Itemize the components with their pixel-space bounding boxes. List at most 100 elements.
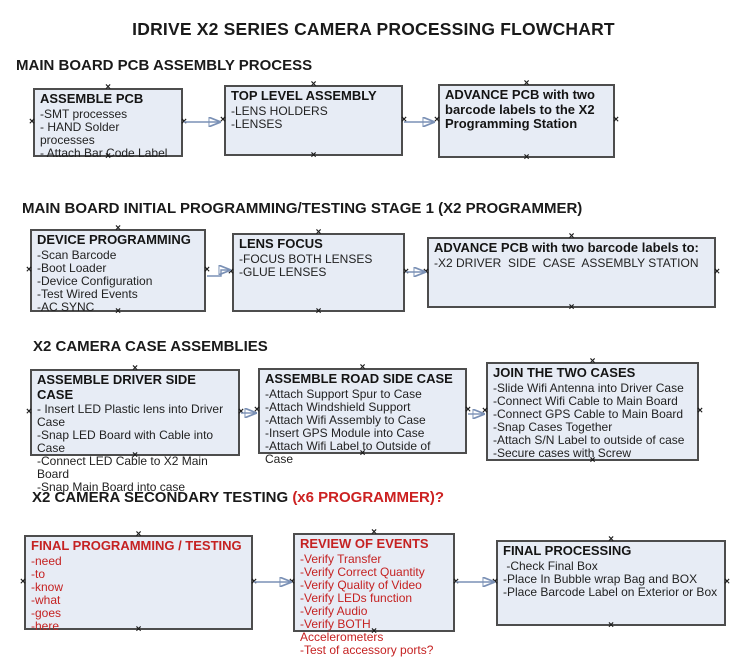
page-title: IDRIVE X2 SERIES CAMERA PROCESSING FLOWC… [132,19,615,39]
box-item: -Insert GPS Module into Case [265,425,425,440]
box-item: -Verify Audio [300,603,368,618]
connection-anchor-mark: × [26,264,32,275]
box-item: -Verify BOTH Accelerometers [300,616,384,644]
box-item: -FOCUS BOTH LENSES [239,251,373,266]
box-item: -LENS HOLDERS [231,103,328,118]
box-item: -Device Configuration [37,273,153,288]
connection-anchor-mark: × [204,264,210,275]
box-item: -Attach Wifi Assembly to Case [265,412,426,427]
connection-anchor-mark: × [465,404,471,416]
box-item: -Verify Transfer [300,551,382,566]
box-item: -Attach Support Spur to Case [265,386,422,401]
box-title: FINAL PROGRAMMING / TESTING [31,538,242,553]
connection-anchor-mark: × [228,266,234,277]
flow-box-advance-pcb-programming-station[interactable]: ADVANCE PCB with two barcode labels to t… [434,79,619,163]
box-item: - Insert LED Plastic lens into Driver Ca… [37,402,227,429]
heading-text: MAIN BOARD PCB ASSEMBLY PROCESS [16,57,313,74]
box-item: -to [31,566,46,581]
box-item: -Boot Loader [37,260,107,275]
box-items: -FOCUS BOTH LENSES-GLUE LENSES [239,251,399,279]
connection-anchor-mark: × [20,576,26,587]
box-item: -SMT processes [40,106,128,121]
box-item: -Attach Wifi Label to Outside of Case [265,438,434,466]
box-items: -Slide Wifi Antenna into Driver Case-Con… [493,380,693,460]
flow-box-review-of-events[interactable]: REVIEW OF EVENTS -Verify Transfer-Verify… [289,528,459,657]
box-items: -need-to-know-what-goes-here [31,554,247,633]
connection-anchor-mark: × [482,405,488,416]
flow-box-lens-focus[interactable]: LENS FOCUS -FOCUS BOTH LENSES-GLUE LENSE… [228,228,409,317]
box-item: -Slide Wifi Antenna into Driver Case [493,380,684,395]
box-title: LENS FOCUS [239,236,323,251]
box-item: - Attach Bar Code Label [40,145,168,160]
box-item: -Verify Correct Quantity [300,564,425,579]
box-item: -Connect GPS Cable to Main Board [493,406,684,421]
connection-anchor-mark: × [254,404,260,416]
connection-anchor-mark: × [434,114,440,126]
flow-box-advance-pcb-driver-side-station[interactable]: ADVANCE PCB with two barcode labels to: … [423,232,720,313]
heading-text: X2 CAMERA CASE ASSEMBLIES [33,338,268,355]
box-items: -SMT processes- HAND Solder processes- A… [40,106,177,160]
flow-box-final-processing[interactable]: FINAL PROCESSING -Check Final Box-Place … [492,535,730,631]
connector-arrow[interactable] [207,270,229,277]
box-item: -Place Barcode Label on Exterior or Box [503,584,718,599]
connection-anchor-mark: × [568,302,575,313]
connection-anchor-mark: × [523,152,530,163]
connection-anchor-mark: × [492,576,498,588]
flow-box-assemble-road-side-case[interactable]: ASSEMBLE ROAD SIDE CASE -Attach Support … [254,363,471,466]
box-item: -Check Final Box [503,558,598,573]
connection-anchor-mark: × [724,576,730,588]
box-item: -Verify Quality of Video [300,577,422,592]
box-title: DEVICE PROGRAMMING [37,232,191,247]
connection-anchor-mark: × [26,406,32,417]
box-title: ASSEMBLE DRIVER SIDE CASE [37,372,196,402]
connection-anchor-mark: × [613,114,619,126]
box-title: ASSEMBLE ROAD SIDE CASE [265,371,453,386]
connection-anchor-mark: × [714,266,720,277]
box-item: -Snap LED Board with Cable into Case [37,428,217,455]
box-items: -Scan Barcode-Boot Loader-Device Configu… [37,247,200,314]
section-heading-pcb-assembly: MAIN BOARD PCB ASSEMBLY PROCESS [16,57,312,74]
connection-anchor-mark: × [181,116,187,127]
box-item: -Test Wired Events [37,286,138,301]
connection-anchor-mark: × [251,576,257,587]
box-items: - Insert LED Plastic lens into Driver Ca… [37,403,234,494]
connection-anchor-mark: × [310,150,317,161]
section-heading-initial-programming: MAIN BOARD INITIAL PROGRAMMING/TESTING S… [22,200,582,217]
box-items: -X2 DRIVER SIDE CASE ASSEMBLY STATION [434,255,710,270]
box-item: -Scan Barcode [37,247,117,262]
heading-red-text: (x6 PROGRAMMER)? [292,489,444,506]
box-item: -Connect Wifi Cable to Main Board [493,393,678,408]
connection-anchor-mark: × [423,266,429,277]
box-item: -Place In Bubble wrap Bag and BOX [503,571,698,586]
flow-box-assemble-pcb[interactable]: ASSEMBLE PCB -SMT processes- HAND Solder… [29,83,187,162]
box-item: -X2 DRIVER SIDE CASE ASSEMBLY STATION [434,255,699,270]
box-items: -LENS HOLDERS-LENSES [231,103,397,131]
box-items: -Check Final Box-Place In Bubble wrap Ba… [503,558,720,599]
connection-anchor-mark: × [403,266,409,277]
heading-text: MAIN BOARD INITIAL PROGRAMMING/TESTING S… [22,200,583,217]
box-title: ASSEMBLE PCB [40,91,144,106]
flow-box-assemble-driver-side-case[interactable]: ASSEMBLE DRIVER SIDE CASE - Insert LED P… [26,364,244,494]
flow-box-final-programming-testing[interactable]: FINAL PROGRAMMING / TESTING -need-to-kno… [20,530,257,635]
box-item: -Attach S/N Label to outside of case [493,432,685,447]
connection-anchor-mark: × [238,406,244,417]
box-title: TOP LEVEL ASSEMBLY [231,88,377,103]
connection-anchor-mark: × [220,114,226,125]
box-item: -Test of accessory ports? [300,642,434,657]
box-item: -what [31,592,61,607]
box-items: -Verify Transfer-Verify Correct Quantity… [300,551,449,657]
connection-anchor-mark: × [697,405,703,416]
flow-box-device-programming[interactable]: DEVICE PROGRAMMING -Scan Barcode-Boot Lo… [26,224,210,317]
box-title: ADVANCE PCB with two barcode labels to t… [445,87,595,131]
box-item: -goes [31,605,62,620]
flow-box-join-the-two-cases[interactable]: JOIN THE TWO CASES -Slide Wifi Antenna i… [482,357,703,466]
box-item: - HAND Solder processes [40,119,123,147]
box-title: ADVANCE PCB with two barcode labels to: [434,240,699,255]
connection-anchor-mark: × [315,306,322,317]
box-item: -know [31,579,64,594]
box-item: -Attach Windshield Support [265,399,411,414]
box-title: REVIEW OF EVENTS [300,536,429,551]
connection-anchor-mark: × [453,576,459,587]
box-items: -Attach Support Spur to Case-Attach Wind… [265,386,461,466]
flow-box-top-level-assembly[interactable]: TOP LEVEL ASSEMBLY -LENS HOLDERS-LENSES … [220,80,407,161]
